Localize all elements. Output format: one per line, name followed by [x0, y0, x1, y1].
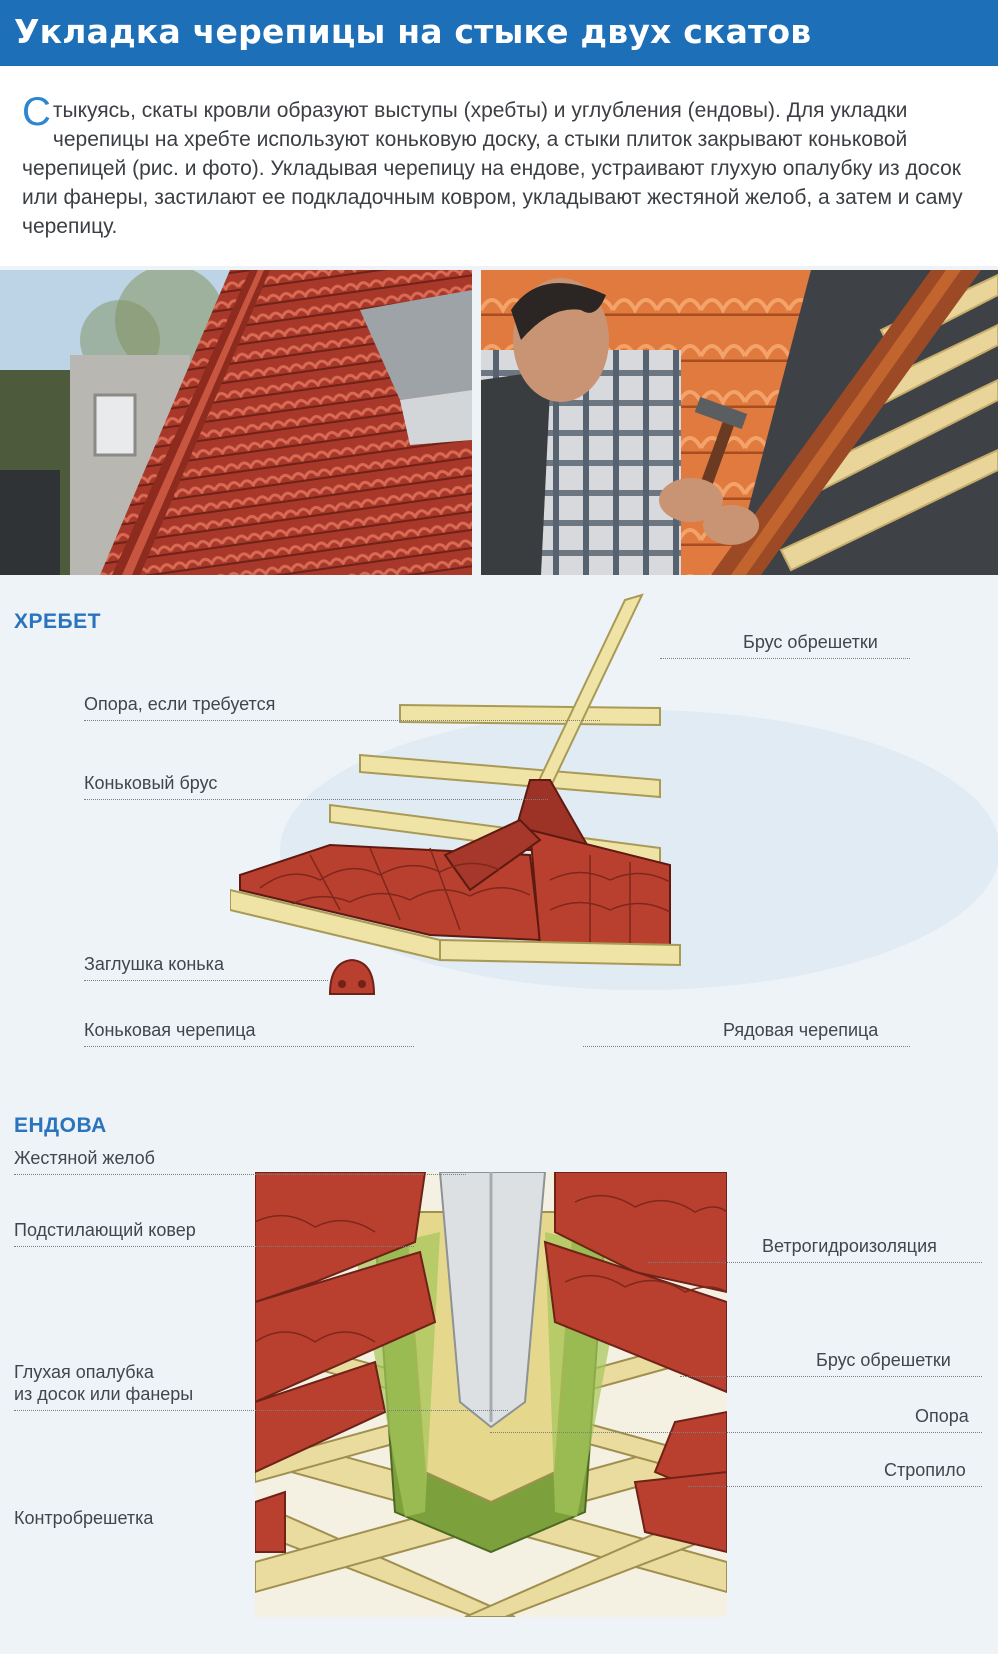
label-row-tile: Рядовая черепица — [723, 1020, 879, 1040]
label-decking-line1: Глухая опалубка — [14, 1362, 154, 1382]
leader-ridge-beam — [84, 799, 548, 800]
ridge-diagram — [230, 593, 681, 967]
valley-diagram — [255, 1172, 727, 1617]
label-support: Опора — [915, 1406, 969, 1426]
title-bar: Укладка черепицы на стыке двух скатов — [0, 0, 998, 66]
photo-roof-ridge — [0, 270, 472, 575]
leader-support — [490, 1432, 982, 1433]
label-rafter: Стропило — [884, 1460, 966, 1480]
label-membrane: Ветрогидроизоляция — [762, 1236, 937, 1256]
leader-batten — [680, 1376, 982, 1377]
ridge-section-title: ХРЕБЕТ — [14, 610, 101, 633]
ridge-section: ХРЕБЕТ — [0, 580, 998, 1080]
label-decking-line2: из досок или фанеры — [14, 1384, 194, 1404]
label-counter-batten: Контробрешетка — [14, 1508, 154, 1528]
leader-tin-gutter — [14, 1174, 466, 1175]
valley-section-title: ЕНДОВА — [14, 1114, 107, 1137]
intro-text: тыкуясь, скаты кровли образуют выступы (… — [22, 99, 963, 238]
photo-worker-ridge — [481, 270, 998, 575]
leader-decking — [14, 1410, 508, 1411]
label-tin-gutter: Жестяной желоб — [14, 1148, 155, 1168]
ridge-cap-icon — [328, 958, 376, 995]
valley-section: ЕНДОВА — [0, 1100, 998, 1654]
leader-batten — [660, 658, 910, 659]
label-support: Опора, если требуется — [84, 694, 276, 714]
leader-ridge-tile — [84, 1046, 414, 1047]
label-ridge-beam: Коньковый брус — [84, 773, 218, 793]
label-underlay: Подстилающий ковер — [14, 1220, 196, 1240]
leader-underlay — [14, 1246, 414, 1247]
label-batten: Брус обрешетки — [816, 1350, 951, 1370]
label-ridge-tile: Коньковая черепица — [84, 1020, 256, 1040]
leader-row-tile — [583, 1046, 910, 1047]
leader-membrane — [648, 1262, 982, 1263]
drop-cap: С — [22, 90, 51, 134]
leader-rafter — [688, 1486, 982, 1487]
page-title: Укладка черепицы на стыке двух скатов — [14, 12, 812, 51]
leader-ridge-cap — [84, 980, 328, 981]
label-ridge-cap: Заглушка конька — [84, 954, 224, 974]
label-batten: Брус обрешетки — [743, 632, 878, 652]
leader-support — [84, 720, 600, 721]
